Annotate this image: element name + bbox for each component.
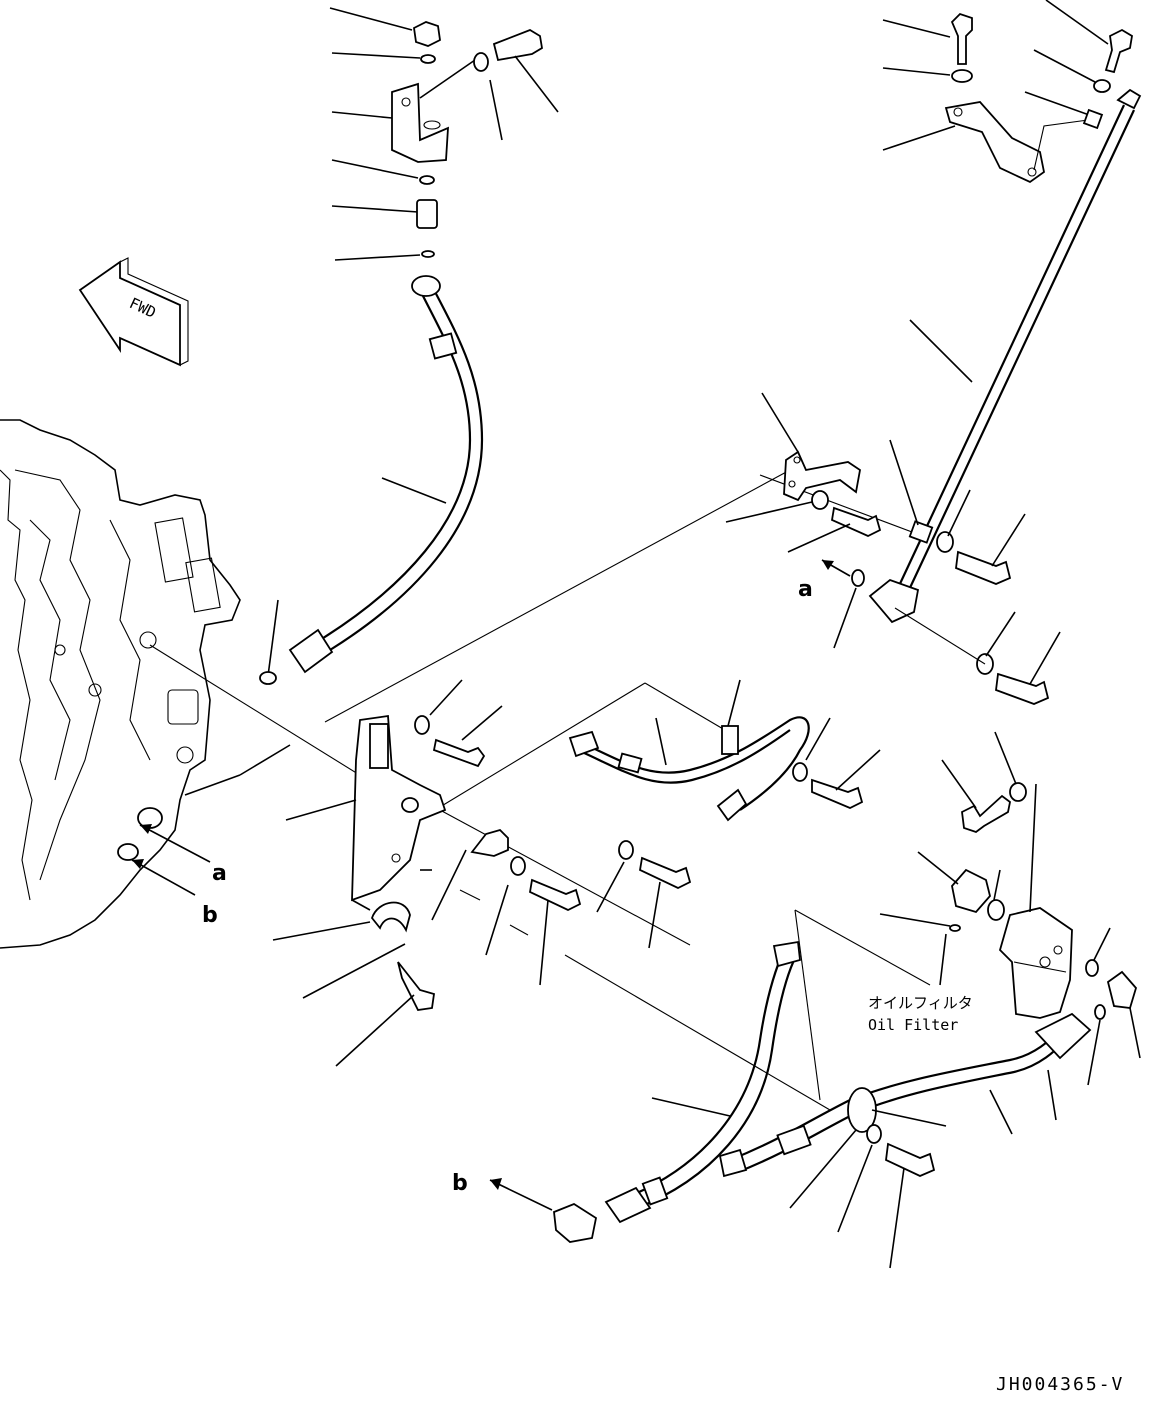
- engine-callouts: a b: [131, 824, 227, 928]
- bolt-icon: [397, 961, 436, 1011]
- clamp-icon: [470, 828, 509, 857]
- plug-icon: [413, 21, 441, 47]
- top-left-fitting-stack: [329, 7, 559, 261]
- bolt-icon: [961, 794, 1011, 834]
- band-clamp-icon: [370, 901, 411, 933]
- flange-icon: [868, 578, 920, 624]
- label-a-upper: a: [798, 577, 813, 602]
- oil-filter-label-en: Oil Filter: [868, 1016, 958, 1034]
- washer-icon: [951, 69, 973, 83]
- bracket-icon: [391, 82, 449, 163]
- drawing-code: JH004365-V: [996, 1374, 1124, 1395]
- reference-lines: [149, 469, 931, 1111]
- bolt-icon: [950, 12, 973, 65]
- plate-bracket-icon: [944, 101, 1045, 184]
- support-bracket-icon: [783, 450, 861, 502]
- right-mid-parts: a: [725, 392, 1061, 705]
- oil-filter-icon: [998, 907, 1073, 1019]
- elbow-fitting-icon: [1106, 970, 1138, 1009]
- mid-bracket-assembly: [272, 679, 692, 1067]
- short-hose: [568, 679, 881, 822]
- elbow-fitting-icon: [951, 868, 991, 914]
- o-ring-icon: [420, 54, 436, 64]
- bolt-icon: [492, 29, 543, 62]
- label-b-bottom: b: [452, 1171, 468, 1196]
- bolt-icon: [1104, 28, 1133, 74]
- fwd-arrow-icon: FWD: [78, 257, 189, 367]
- oil-filter-label-jp: オイルフィルタ: [868, 994, 973, 1012]
- label-b-lower: b: [202, 903, 218, 928]
- washer-icon: [473, 52, 489, 72]
- top-right-parts: [868, 0, 1142, 624]
- transmission-housing: [0, 419, 291, 949]
- label-a-lower: a: [212, 861, 227, 886]
- b-elbow: b: [452, 1171, 598, 1243]
- oil-filter-group: オイルフィルタ Oil Filter: [868, 731, 1141, 1086]
- mounting-bracket-icon: [351, 714, 447, 902]
- port-b-icon: [117, 843, 139, 861]
- upper-hose: [259, 275, 484, 685]
- elbow-fitting-icon: [553, 1202, 598, 1243]
- lower-hoses: [604, 940, 1092, 1269]
- connector-icon: [416, 199, 438, 229]
